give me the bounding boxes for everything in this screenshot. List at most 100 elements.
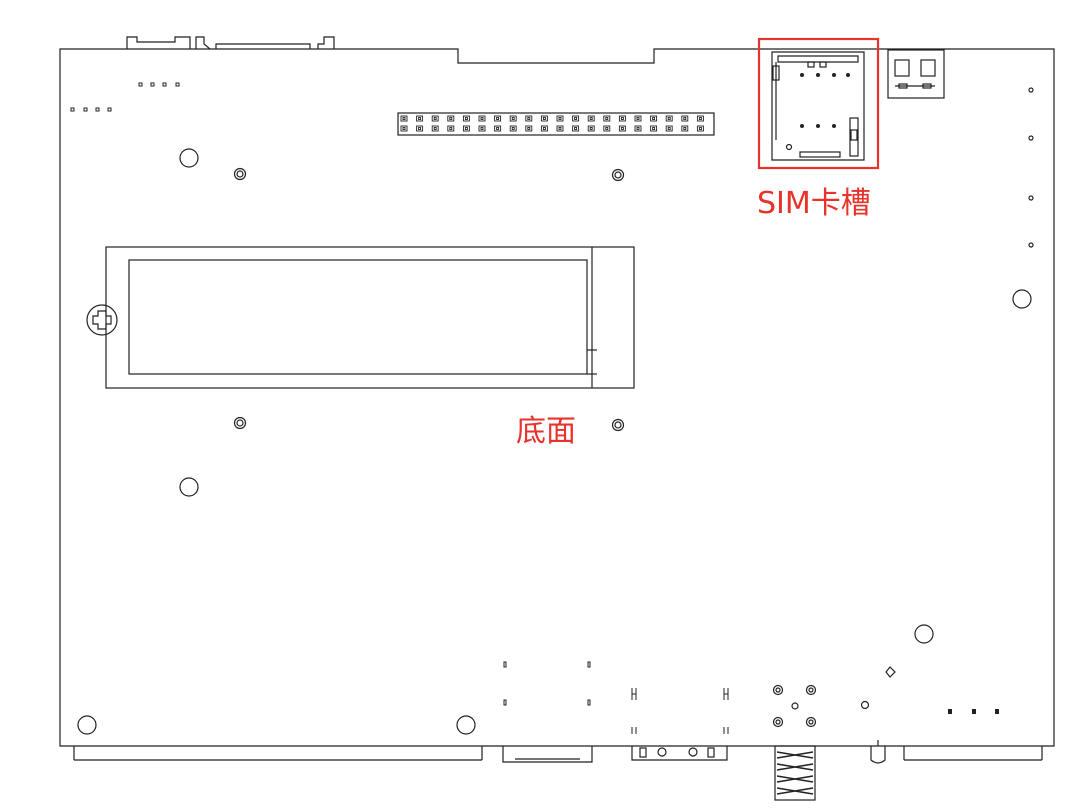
header-pin — [618, 125, 626, 132]
header-pin — [587, 115, 595, 122]
header-pin-pad — [683, 127, 687, 130]
header-pin-pad — [683, 117, 687, 120]
bottom-connector-hdmi — [631, 746, 728, 761]
header-pin — [525, 125, 533, 132]
header-pin-pad — [636, 127, 640, 130]
header-pin — [681, 125, 689, 132]
header-pin-pad — [433, 117, 437, 120]
header-pin — [634, 125, 642, 132]
header-pin-pad — [449, 127, 453, 130]
sim-slot-drawing — [771, 51, 865, 161]
header-pin — [618, 115, 626, 122]
mount-hole — [1012, 289, 1032, 309]
bottom-post — [870, 740, 886, 764]
header-pin-pad — [574, 117, 578, 120]
header-pin-pad — [511, 117, 515, 120]
header-pin-pad — [667, 127, 671, 130]
header-pin — [603, 115, 611, 122]
header-pin-pad — [652, 117, 656, 120]
header-pin-pad — [464, 127, 468, 130]
header-pin-pad — [496, 117, 500, 120]
header-pin — [478, 125, 486, 132]
header-pin-pad — [480, 117, 484, 120]
header-pin-pad — [605, 127, 609, 130]
header-pin-pad — [558, 127, 562, 130]
header-pin — [572, 125, 580, 132]
header-pin-pad — [589, 127, 593, 130]
header-pin — [431, 115, 439, 122]
header-pin — [447, 125, 455, 132]
header-pin — [509, 115, 517, 122]
header-pin — [634, 115, 642, 122]
bottom-connector-left — [502, 746, 593, 763]
header-pin — [603, 125, 611, 132]
sim-slot-highlight — [757, 37, 880, 170]
mount-hole — [77, 715, 97, 735]
header-pin — [696, 115, 704, 122]
header-pin-pad — [698, 117, 702, 120]
top-connector-left — [126, 36, 335, 50]
header-pin — [400, 125, 408, 132]
antenna-pads — [772, 666, 896, 728]
header-pin — [650, 125, 658, 132]
header-pin-pad — [496, 127, 500, 130]
header-pin — [681, 115, 689, 122]
header-pin — [478, 115, 486, 122]
header-pin-pad — [558, 117, 562, 120]
header-pin — [556, 115, 564, 122]
header-pin-pad — [527, 117, 531, 120]
header-pin-pad — [574, 127, 578, 130]
header-pin — [416, 125, 424, 132]
mount-hole — [179, 477, 199, 497]
header-pin-pad — [652, 127, 656, 130]
header-pin — [572, 115, 580, 122]
header-pin-pad — [402, 117, 406, 120]
header-pin-pad — [620, 117, 624, 120]
header-pin — [494, 115, 502, 122]
mount-hole — [456, 715, 476, 735]
header-pin-pad — [636, 117, 640, 120]
mount-hole — [179, 148, 199, 168]
header-pin — [540, 115, 548, 122]
header-pin — [447, 115, 455, 122]
header-pin-pad — [480, 127, 484, 130]
bottom-pads — [503, 661, 729, 734]
header-pin-pad — [605, 117, 609, 120]
header-pin — [431, 125, 439, 132]
header-pin-pad — [542, 117, 546, 120]
header-pin — [696, 125, 704, 132]
header-pin-pad — [542, 127, 546, 130]
header-pin-pad — [667, 117, 671, 120]
header-pin-pad — [433, 127, 437, 130]
gpio-header — [397, 112, 715, 136]
header-pin — [462, 125, 470, 132]
standoff — [233, 167, 625, 432]
header-pin-pad — [527, 127, 531, 130]
sim-slot-label: SIM卡槽 — [757, 186, 871, 221]
header-pin-pad — [589, 117, 593, 120]
header-pin — [650, 115, 658, 122]
mount-hole — [914, 624, 934, 644]
bottom-side-label: 底面 — [516, 414, 576, 449]
header-pin-pad — [698, 127, 702, 130]
header-pin — [509, 125, 517, 132]
header-pin-pad — [418, 127, 422, 130]
header-pin — [587, 125, 595, 132]
header-pin-pad — [464, 117, 468, 120]
header-pin — [494, 125, 502, 132]
header-pin — [400, 115, 408, 122]
m2-screw — [86, 304, 118, 336]
header-pin — [665, 125, 673, 132]
led-pads — [948, 709, 999, 714]
header-pin-pad — [511, 127, 515, 130]
header-pin-pad — [418, 117, 422, 120]
header-pin-pad — [449, 117, 453, 120]
board-outline — [59, 48, 1055, 747]
header-pin — [525, 115, 533, 122]
header-pin-pad — [402, 127, 406, 130]
header-pin — [556, 125, 564, 132]
pad-row-top — [70, 82, 180, 112]
usb-connector — [887, 49, 945, 99]
m2-slot — [105, 246, 635, 389]
